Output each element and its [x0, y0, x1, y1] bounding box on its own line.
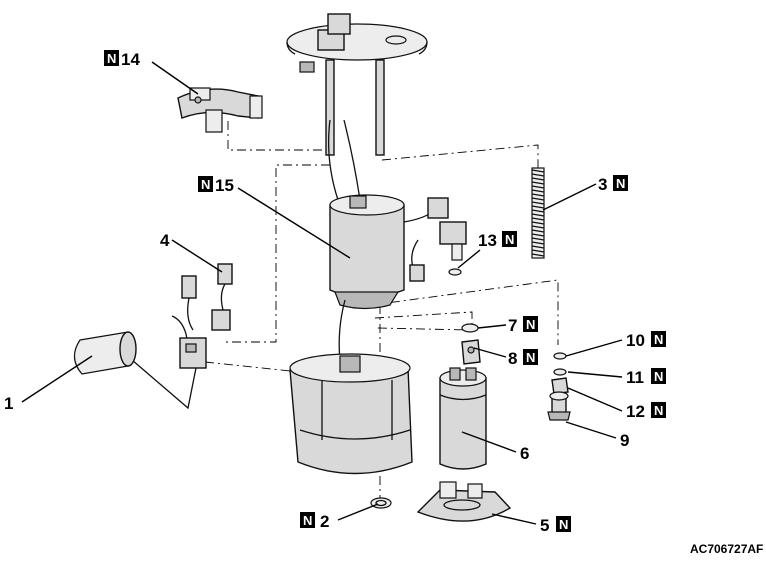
fuel-pump-flange: [286, 13, 428, 201]
new-part-marker-box: [523, 349, 538, 365]
callout-5: 5 N: [540, 516, 571, 535]
figure-code: AC706727AF: [690, 542, 763, 556]
new-part-marker: N: [654, 369, 663, 384]
callout-15: N 15: [198, 176, 234, 195]
new-part-marker: N: [654, 403, 663, 418]
new-part-marker: N: [526, 317, 535, 332]
callout-number: 12: [626, 402, 645, 421]
callout-number: 14: [121, 50, 140, 69]
callout-number: 7: [508, 316, 517, 335]
new-part-marker-box: [300, 512, 315, 528]
new-part-marker: N: [303, 513, 312, 528]
callout-number: 1: [4, 394, 13, 413]
new-part-marker-box: [104, 50, 119, 66]
callout-number: 8: [508, 349, 517, 368]
new-part-marker-box: [613, 175, 628, 191]
callout-1: 1: [4, 394, 13, 413]
callout-6: 6: [520, 444, 529, 463]
callout-4: 4: [160, 231, 170, 250]
leader-lines: [21, 61, 623, 525]
callout-number: 2: [320, 512, 329, 531]
new-part-marker-box: [502, 231, 517, 247]
callout-labels: 1 N 2 3 N 4 5 N 6 7: [4, 50, 666, 535]
new-part-marker: N: [559, 517, 568, 532]
new-part-marker: N: [616, 176, 625, 191]
suction-filter: [416, 481, 512, 522]
new-part-marker: N: [526, 350, 535, 365]
pump-seal-parts: [461, 323, 481, 365]
callout-number: 4: [160, 231, 170, 250]
callout-3: 3 N: [598, 175, 628, 194]
spring: [531, 167, 545, 259]
callout-14: N 14: [104, 50, 140, 69]
new-part-marker-box: [198, 176, 213, 192]
fuel-pump-module: [329, 194, 467, 361]
callout-8: 8 N: [508, 349, 538, 368]
callout-9: 9: [620, 431, 629, 450]
new-part-marker-box: [556, 516, 571, 532]
callout-number: 15: [215, 176, 234, 195]
reservoir-cup: [289, 353, 413, 475]
new-part-marker: N: [654, 332, 663, 347]
callout-number: 13: [478, 231, 497, 250]
new-part-marker-box: [651, 331, 666, 347]
callout-10: 10 N: [626, 331, 666, 350]
callout-number: 11: [626, 368, 644, 387]
callout-11: 11 N: [626, 368, 666, 387]
callout-number: 6: [520, 444, 529, 463]
callout-number: 10: [626, 331, 645, 350]
callout-7: 7 N: [508, 316, 538, 335]
fuel-level-sender: [131, 263, 233, 410]
new-part-marker: N: [505, 232, 514, 247]
regulator-parts: [547, 352, 571, 421]
new-part-marker-box: [651, 368, 666, 384]
o-ring-connector: [448, 268, 462, 276]
new-part-marker: N: [107, 51, 116, 66]
callout-12: 12 N: [626, 402, 666, 421]
callout-number: 5: [540, 516, 549, 535]
new-part-marker-box: [651, 402, 666, 418]
o-ring-bottom: [370, 497, 392, 509]
callout-number: 9: [620, 431, 629, 450]
callout-number: 3: [598, 175, 607, 194]
connector-clip: [177, 87, 263, 133]
new-part-marker-box: [523, 316, 538, 332]
callout-13: 13 N: [478, 231, 517, 250]
float: [73, 331, 137, 375]
callout-2: N 2: [300, 512, 329, 531]
new-part-marker: N: [201, 177, 210, 192]
fuel-pump-motor: [439, 367, 487, 470]
